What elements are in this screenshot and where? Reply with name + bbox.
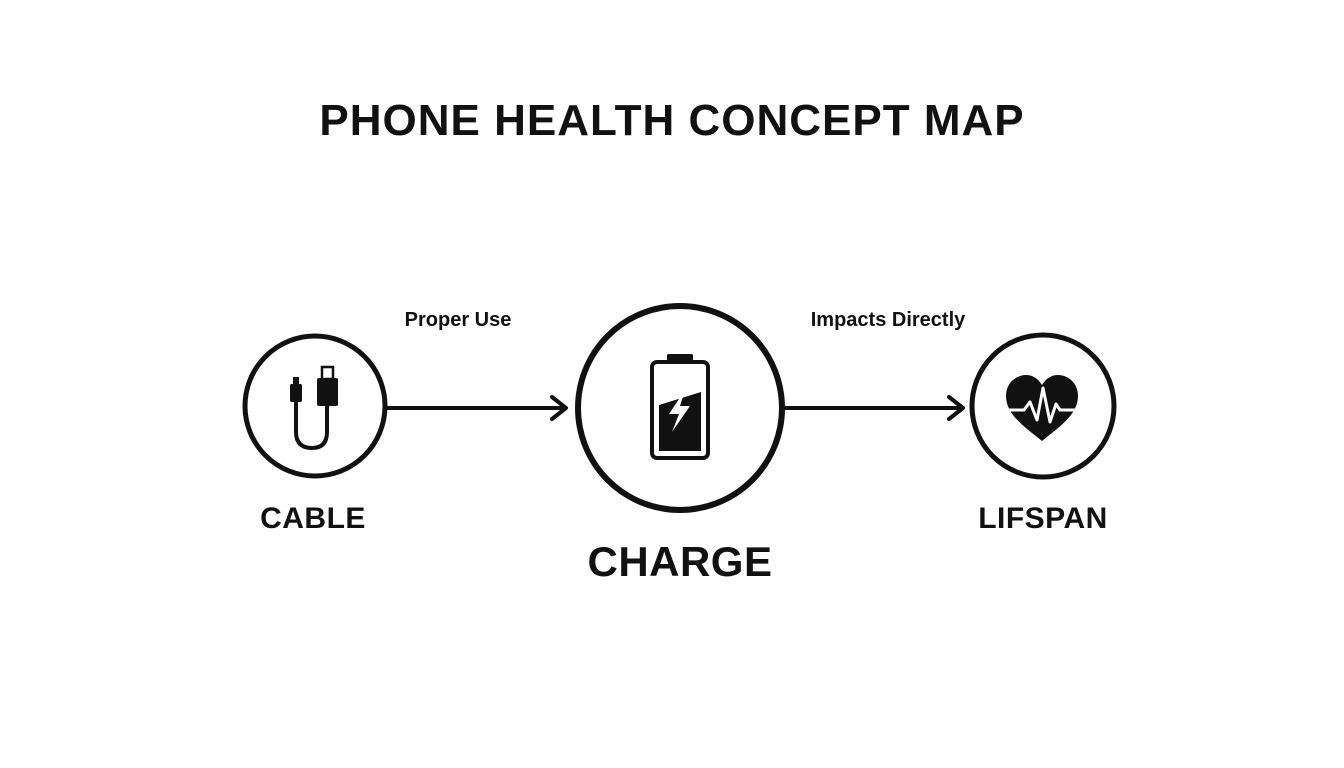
node-charge xyxy=(575,303,785,513)
edge-label-impacts-directly: Impacts Directly xyxy=(810,309,966,331)
edge-label-proper-use: Proper Use xyxy=(404,309,512,331)
node-cable xyxy=(242,333,388,479)
edge-charge-to-lifspan xyxy=(784,395,965,421)
cable-icon xyxy=(290,365,338,451)
battery-charging-icon xyxy=(650,354,710,460)
edge-cable-to-charge xyxy=(387,395,568,421)
node-lifspan xyxy=(969,332,1117,480)
page-title: PHONE HEALTH CONCEPT MAP xyxy=(319,96,1025,145)
node-label-cable: CABLE xyxy=(260,502,366,535)
heart-pulse-icon xyxy=(1002,375,1082,441)
node-label-lifspan: LIFSPAN xyxy=(978,502,1108,535)
node-label-charge: CHARGE xyxy=(587,538,773,585)
